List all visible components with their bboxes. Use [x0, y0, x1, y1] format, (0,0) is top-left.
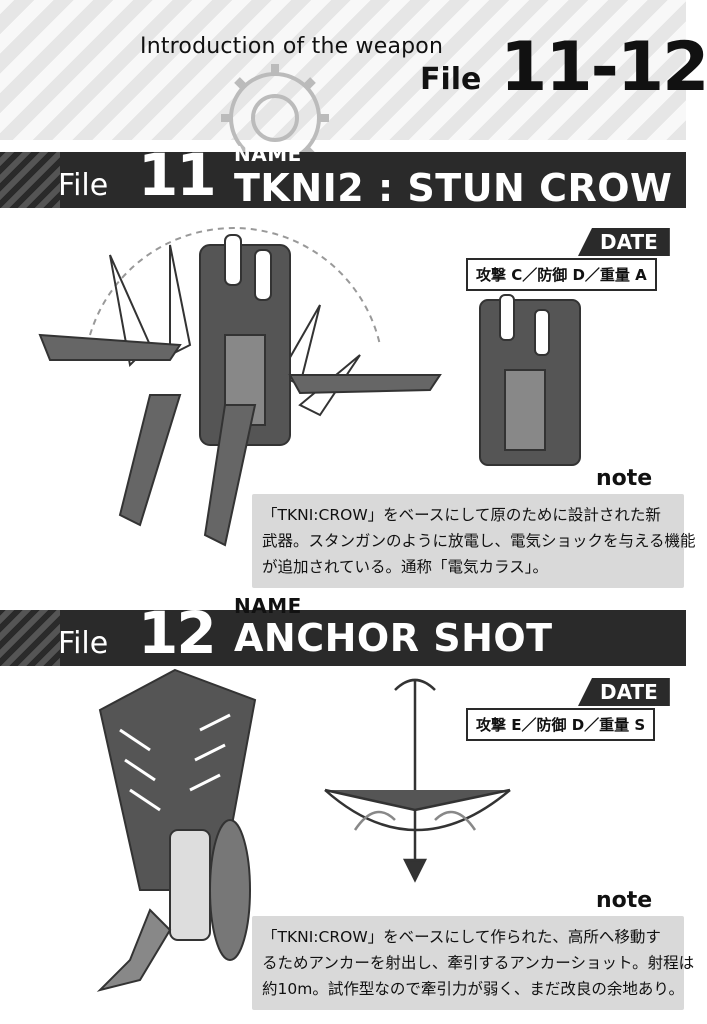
band-stripes: [0, 610, 60, 666]
section-11-name-label: NAME: [234, 142, 302, 166]
note-line: 「TKNI:CROW」をベースにして原のために設計された新: [262, 506, 661, 524]
note-line: が追加されている。通称「電気カラス」。: [262, 558, 548, 576]
section-11-date-label: DATE: [578, 228, 670, 256]
section-12-name-label: NAME: [234, 594, 302, 618]
section-12-date-label: DATE: [578, 678, 670, 706]
section-12-stats: 攻撃 E／防御 D／重量 S: [466, 708, 656, 741]
band-stripes: [0, 152, 60, 208]
section-12-band: File 12: [0, 604, 686, 666]
note-line: 約10m。試作型なので牽引力が弱く、まだ改良の余地あり。: [262, 980, 685, 998]
section-11-file-number: 11: [138, 141, 217, 209]
section-11-note-label: note: [596, 466, 653, 491]
section-11-band: File 11: [0, 146, 686, 208]
section-11-stats: 攻撃 C／防御 D／重量 A: [466, 258, 657, 291]
anchor-shot-illustration: [96, 668, 257, 992]
section-12-file-label: File: [58, 626, 109, 661]
stun-crow-folded-illustration: [479, 294, 581, 466]
anchor-illustration: [324, 678, 511, 883]
section-11-file-label: File: [58, 168, 109, 203]
header-banner: [0, 0, 686, 140]
note-line: 武器。スタンガンのように放電し、電気ショックを与える機能: [262, 532, 696, 550]
section-12-weapon-name: ANCHOR SHOT: [234, 616, 553, 660]
section-11-weapon-name: TKNI2 : STUN CROW: [234, 166, 673, 210]
note-line: 「TKNI:CROW」をベースにして作られた、高所へ移動す: [262, 928, 661, 946]
header-intro: Introduction of the weapon: [140, 34, 444, 59]
header-file-range: 11-12: [500, 28, 707, 107]
section-12-note-box: 「TKNI:CROW」をベースにして作られた、高所へ移動す るためアンカーを射出…: [252, 916, 695, 1010]
stun-crow-illustration: [38, 227, 442, 547]
header-file-label: File: [420, 62, 482, 97]
note-line: るためアンカーを射出し、牽引するアンカーショット。射程は: [262, 954, 695, 972]
section-11-note-box: 「TKNI:CROW」をベースにして原のために設計された新 武器。スタンガンのよ…: [252, 494, 696, 588]
section-12-file-number: 12: [138, 599, 217, 667]
section-12-note-label: note: [596, 888, 653, 913]
